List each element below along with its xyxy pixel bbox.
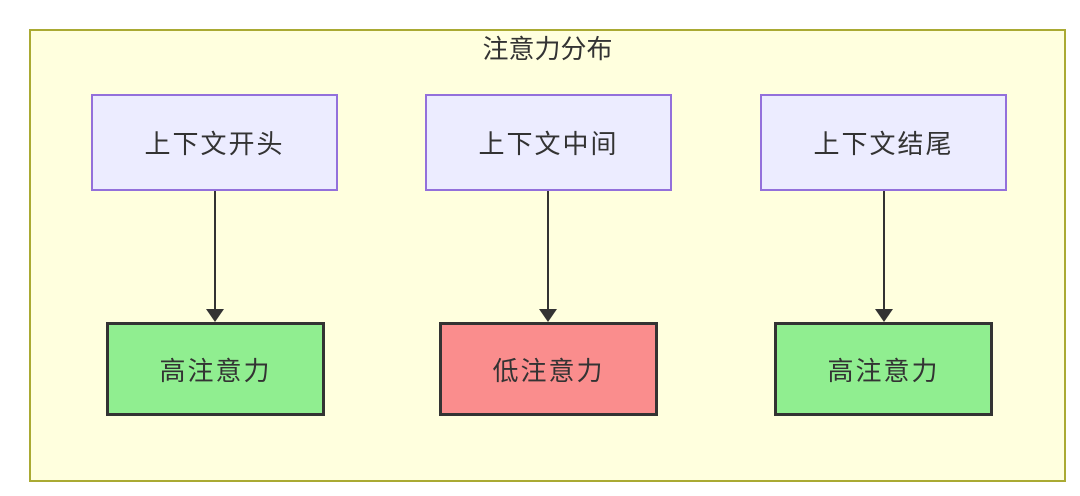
- node-high-attention-right-label: 高注意力: [827, 355, 940, 386]
- arrow-context-middle-to-low-attention: [539, 191, 557, 322]
- node-context-start-label: 上下文开头: [144, 129, 285, 159]
- arrow-line: [214, 191, 216, 310]
- node-high-attention-left: 高注意力: [106, 322, 325, 416]
- node-low-attention: 低注意力: [439, 322, 658, 416]
- node-high-attention-left-label: 高注意力: [159, 355, 272, 386]
- arrow-context-start-to-high-attention: [206, 191, 224, 322]
- diagram-title: 注意力分布: [482, 34, 613, 64]
- arrow-head-icon: [875, 309, 893, 322]
- node-high-attention-right: 高注意力: [774, 322, 993, 416]
- node-context-start: 上下文开头: [91, 94, 338, 191]
- arrow-line: [883, 191, 885, 310]
- arrow-line: [547, 191, 549, 310]
- attention-distribution-container: 注意力分布 上下文开头 高注意力 上下文中间 低注意力 上下文结尾 高注意力: [29, 29, 1066, 482]
- node-context-middle: 上下文中间: [425, 94, 672, 191]
- node-context-middle-label: 上下文中间: [478, 129, 619, 159]
- arrow-context-end-to-high-attention: [875, 191, 893, 322]
- arrow-head-icon: [539, 309, 557, 322]
- node-low-attention-label: 低注意力: [492, 355, 605, 386]
- node-context-end: 上下文结尾: [760, 94, 1007, 191]
- node-context-end-label: 上下文结尾: [813, 129, 954, 159]
- arrow-head-icon: [206, 309, 224, 322]
